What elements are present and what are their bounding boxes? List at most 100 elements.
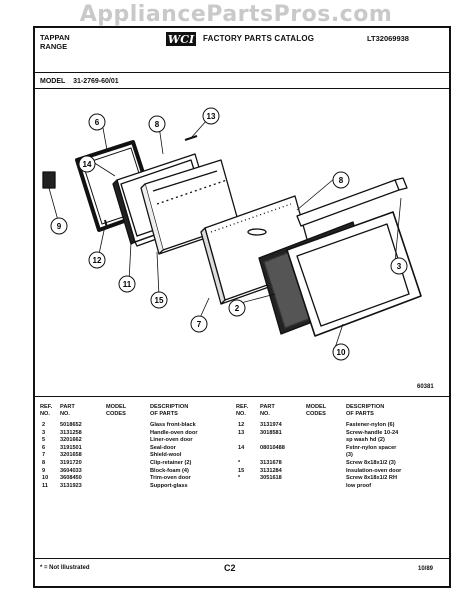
callout-6: 6: [88, 113, 106, 131]
page-date: 10/89: [418, 566, 434, 572]
table-cell-desc: Screw-handle 10-24: [346, 429, 399, 436]
col-desc-header: DESCRIPTION OF PARTS: [150, 404, 189, 418]
table-cell-desc: Liner-oven door: [150, 437, 193, 444]
catalog-title: FACTORY PARTS CATALOG: [203, 34, 315, 43]
table-cell-ref: 15: [238, 467, 245, 474]
svg-text:14: 14: [83, 160, 92, 169]
watermark: AppliancePartsPros.com: [79, 2, 393, 27]
svg-text:8: 8: [339, 176, 344, 185]
table-cell-ref: 6: [42, 444, 46, 451]
callout-14: 14: [78, 155, 96, 173]
table-cell-part: 3131284: [260, 467, 282, 474]
table-cell-part: 08010488: [260, 444, 285, 451]
svg-text:7: 7: [197, 320, 202, 329]
foam-block-part: [42, 171, 56, 189]
table-cell-desc: Fstnr-nylon spacer: [346, 444, 397, 451]
table-cell-ref: 9: [42, 467, 46, 474]
table-cell-ref: 8: [42, 460, 46, 466]
table-cell-part: 3608450: [60, 475, 82, 482]
svg-text:WCI: WCI: [168, 33, 195, 46]
model-number: 31-2769-60/01: [73, 78, 119, 85]
table-cell-desc: low proof: [346, 482, 372, 489]
nylon-fastener-part: [104, 219, 108, 229]
table-cell-ref: 14: [238, 444, 245, 451]
svg-text:6: 6: [95, 118, 100, 127]
table-cell-part: 3191501: [60, 444, 82, 451]
brand-line-1: TAPPAN: [40, 33, 70, 42]
table-cell-part: 3131923: [60, 482, 82, 489]
door-handle-part: [296, 177, 408, 227]
table-cell-part: 3201658: [60, 452, 82, 459]
footer-rule: [35, 558, 449, 559]
table-cell-desc: Block-foam (4): [150, 467, 189, 474]
table-cell-part: 3201662: [60, 437, 82, 444]
svg-text:15: 15: [155, 296, 164, 305]
col-ref-header: REF. NO.: [40, 404, 53, 418]
catalog-number: LT32069938: [367, 34, 409, 43]
table-cell-desc: Screw 8x18x1/2 RH: [346, 475, 397, 482]
table-cell-ref: 10: [42, 475, 49, 482]
table-cell-part: 3051618: [260, 475, 282, 482]
callout-8: 8: [148, 115, 166, 133]
table-cell-desc: Handle-oven door: [150, 429, 198, 436]
col-model-header: MODEL CODES: [306, 404, 327, 418]
callout-15: 15: [150, 291, 168, 309]
col-model-header: MODEL CODES: [106, 404, 127, 418]
svg-text:11: 11: [123, 280, 132, 289]
table-cell-desc: Support-glass: [150, 482, 188, 489]
table-cell-ref: 7: [42, 452, 46, 459]
callout-3: 3: [390, 257, 408, 275]
page-number: C2: [224, 563, 236, 573]
table-cell-part: 3131974: [260, 422, 282, 428]
footnote: * = Not Illustrated: [40, 565, 90, 571]
table-cell-desc: sp wash hd (2): [346, 437, 385, 444]
callout-10: 10: [332, 343, 350, 361]
table-cell-desc: (3): [346, 452, 353, 459]
header-rule: [35, 72, 449, 73]
table-cell-part: 3018581: [260, 429, 282, 436]
table-cell-desc: Clip-retainer (2): [150, 460, 192, 466]
callout-13: 13: [202, 107, 220, 125]
svg-text:2: 2: [235, 304, 240, 313]
model-line: MODEL 31-2769-60/01: [40, 78, 119, 85]
svg-text:10: 10: [337, 348, 346, 357]
table-cell-desc: Fastener-nylon (6): [346, 422, 395, 428]
table-top-rule: [35, 396, 449, 397]
parts-table-right: REF. NO. PART NO. MODEL CODES DESCRIPTIO…: [236, 404, 446, 554]
table-cell-ref: 3: [42, 429, 46, 436]
parts-table-left: REF. NO. PART NO. MODEL CODES DESCRIPTIO…: [40, 404, 236, 554]
svg-text:12: 12: [93, 256, 102, 265]
table-cell-desc: Screw 8x18x1/2 (3): [346, 460, 396, 466]
col-part-header: PART NO.: [260, 404, 275, 418]
table-cell-ref: 12: [238, 422, 245, 428]
catalog-sheet: [33, 26, 451, 588]
table-cell-ref: 13: [238, 429, 245, 436]
table-cell-desc: Glass front-black: [150, 422, 196, 428]
model-rule: [35, 88, 449, 89]
table-cell-part: 3604033: [60, 467, 82, 474]
table-cell-desc: Seal-door: [150, 444, 176, 451]
table-cell-ref: *: [238, 460, 241, 466]
table-cell-desc: Trim-oven door: [150, 475, 191, 482]
wci-logo-icon: WCI: [166, 32, 196, 46]
callout-11: 11: [118, 275, 136, 293]
svg-text:8: 8: [155, 120, 160, 129]
table-cell-desc: Insulation-oven door: [346, 467, 402, 474]
callout-7: 7: [190, 315, 208, 333]
table-cell-ref: 11: [42, 482, 48, 489]
col-part-header: PART NO.: [60, 404, 75, 418]
table-cell-ref: 5: [42, 437, 46, 444]
col-ref-header: REF. NO.: [236, 404, 249, 418]
door-trim-part: [286, 211, 422, 337]
diagram-code: 60381: [417, 384, 434, 390]
callout-8b: 8: [332, 171, 350, 189]
exploded-door-diagram: 6 8 13 14 9 12 11 15 7 2 3 10 8: [42, 107, 422, 361]
svg-text:9: 9: [57, 222, 62, 231]
svg-text:13: 13: [207, 112, 216, 121]
table-cell-part: 3131258: [60, 429, 82, 436]
table-cell-ref: 2: [42, 422, 46, 428]
table-cell-desc: Shield-wool: [150, 452, 182, 459]
svg-text:3: 3: [397, 262, 402, 271]
table-cell-part: 3131678: [260, 460, 282, 466]
table-cell-part: 5018652: [60, 422, 82, 428]
